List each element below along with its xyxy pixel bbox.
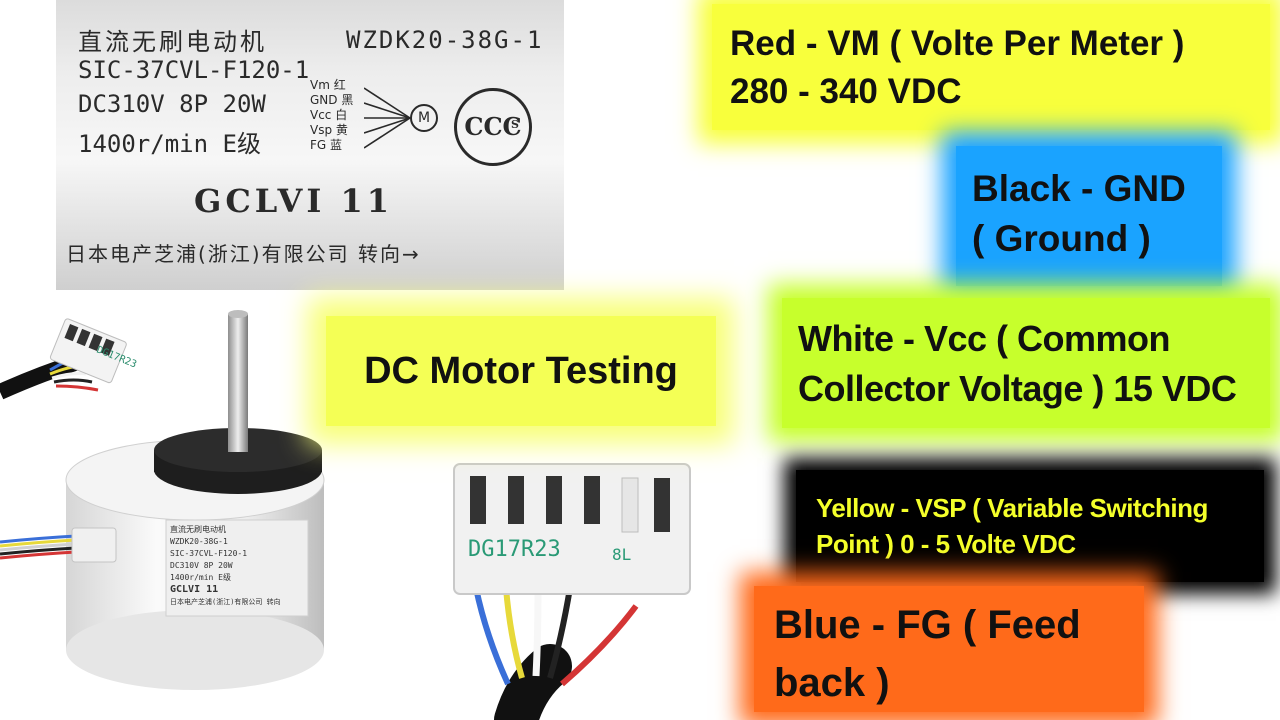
blue-wire-desc: back ) bbox=[774, 661, 890, 705]
large-connector-suffix: 8L bbox=[612, 545, 631, 564]
yellow-wire-voltage: Point ) 0 - 5 Volte VDC bbox=[816, 529, 1076, 559]
blue-wire-info: Blue - FG ( Feed back ) bbox=[754, 586, 1144, 712]
motor-label-code: SIC-37CVL-F120-1 bbox=[170, 549, 248, 558]
plate-wire-gnd: GND 黑 bbox=[310, 93, 354, 107]
red-wire-title: Red - VM ( Volte Per Meter ) bbox=[730, 24, 1185, 63]
plate-manufacturer: 日本电产芝浦(浙江)有限公司 转向→ bbox=[66, 242, 421, 266]
ccc-mark-icon: CCC S bbox=[454, 88, 532, 166]
plate-rating: DC310V 8P 20W bbox=[78, 90, 266, 118]
black-wire-desc: ( Ground ) bbox=[972, 218, 1151, 259]
plate-wire-vcc: Vcc 白 bbox=[310, 108, 348, 122]
plate-model-number: WZDK20-38G-1 bbox=[346, 26, 544, 54]
large-connector-code: DG17R23 bbox=[468, 537, 561, 562]
video-title: DC Motor Testing bbox=[364, 350, 678, 392]
motor-label-speed: 1400r/min E级 bbox=[170, 573, 231, 582]
plate-speed: 1400r/min E级 bbox=[78, 130, 261, 158]
blue-wire-title: Blue - FG ( Feed bbox=[774, 603, 1081, 647]
plate-part-code: SIC-37CVL-F120-1 bbox=[78, 56, 310, 84]
plate-wire-legend: Vm 红 GND 黑 Vcc 白 Vsp 黄 FG 蓝 bbox=[310, 78, 353, 153]
motor-small-label: 直流无刷电动机 WZDK20-38G-1 SIC-37CVL-F120-1 DC… bbox=[170, 524, 310, 608]
motor-symbol-icon: M bbox=[410, 104, 438, 132]
motor-label-rating: DC310V 8P 20W bbox=[170, 561, 233, 570]
ccc-mark-text: CCC bbox=[464, 112, 522, 141]
white-wire-title: White - Vcc ( Common bbox=[798, 318, 1171, 359]
dc-motor-image: 直流无刷电动机 WZDK20-38G-1 SIC-37CVL-F120-1 DC… bbox=[0, 310, 330, 715]
motor-label-cn: 直流无刷电动机 bbox=[170, 525, 226, 534]
large-connector-image: DG17R23 8L bbox=[453, 463, 691, 720]
yellow-wire-info: Yellow - VSP ( Variable Switching Point … bbox=[796, 470, 1264, 582]
ccc-mark-s: S bbox=[511, 118, 519, 131]
black-wire-info: Black - GND ( Ground ) bbox=[956, 146, 1222, 286]
video-title-box: DC Motor Testing bbox=[326, 316, 716, 426]
motor-label-stamp: GCLVI 11 bbox=[170, 584, 219, 595]
red-wire-voltage: 280 - 340 VDC bbox=[730, 72, 962, 111]
white-wire-info: White - Vcc ( Common Collector Voltage )… bbox=[782, 298, 1270, 428]
motor-label-model: WZDK20-38G-1 bbox=[170, 537, 228, 546]
motor-body-shape bbox=[0, 310, 325, 690]
small-connector-image: DG17R23 bbox=[0, 318, 138, 400]
white-wire-voltage: Collector Voltage ) 15 VDC bbox=[798, 368, 1237, 409]
plate-wire-vm: Vm 红 bbox=[310, 78, 346, 92]
plate-chinese-title: 直流无刷电动机 bbox=[78, 28, 267, 56]
motor-label-maker: 日本电产芝浦(浙江)有限公司 转向 bbox=[170, 598, 281, 606]
red-wire-info: Red - VM ( Volte Per Meter ) 280 - 340 V… bbox=[712, 4, 1270, 130]
motor-label-plate: 直流无刷电动机 WZDK20-38G-1 SIC-37CVL-F120-1 DC… bbox=[56, 0, 564, 290]
plate-wire-fg: FG 蓝 bbox=[310, 138, 343, 152]
wire-fan-lines-icon bbox=[364, 87, 411, 149]
black-wire-title: Black - GND bbox=[972, 168, 1186, 209]
plate-stamp: GCLVI 11 bbox=[194, 182, 393, 220]
plate-wire-vsp: Vsp 黄 bbox=[310, 123, 348, 137]
yellow-wire-title: Yellow - VSP ( Variable Switching bbox=[816, 493, 1208, 523]
